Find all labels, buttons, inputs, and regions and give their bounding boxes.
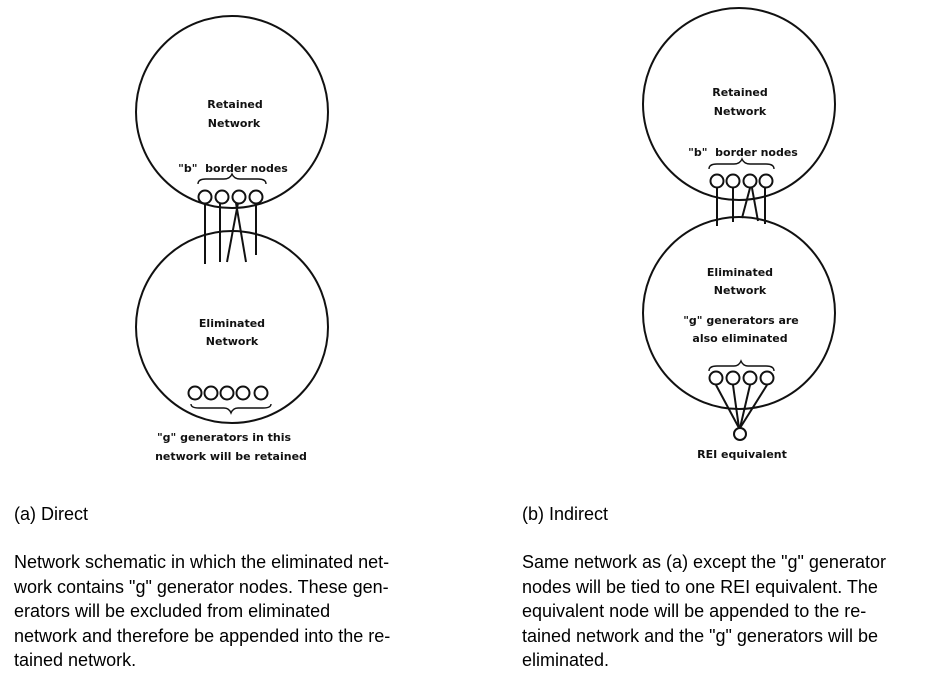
- generator-brace-b: [708, 359, 775, 372]
- border-node-connectors-b: [716, 187, 766, 226]
- eliminated-label-b-line2: Network: [714, 284, 767, 297]
- generator-node: [219, 385, 235, 401]
- eliminated-label-b-line1: Eliminated: [707, 266, 773, 279]
- border-nodes-a: [197, 189, 264, 205]
- border-node: [758, 173, 774, 189]
- rei-equivalent-label: REI equivalent: [697, 448, 787, 461]
- rei-connectors-b: [715, 384, 768, 429]
- retained-network-circle-b: [642, 7, 836, 201]
- rei-equivalent-node: [733, 427, 747, 441]
- panel-b-diagram: [642, 7, 836, 441]
- retained-label-b-line2: Network: [714, 105, 767, 118]
- generators-label-a-line2: network will be retained: [155, 450, 307, 463]
- border-node: [742, 173, 758, 189]
- generator-node: [759, 370, 775, 386]
- border-node: [197, 189, 213, 205]
- generators-label-b-line2: also eliminated: [692, 332, 787, 345]
- description-b: Same network as (a) except the "g" gener…: [522, 552, 886, 670]
- border-nodes-label-a: "b" border nodes: [178, 162, 288, 175]
- generator-node: [203, 385, 219, 401]
- border-node: [709, 173, 725, 189]
- generator-nodes-b: [708, 370, 775, 386]
- generators-label-a-line1: "g" generators in this: [157, 431, 292, 444]
- generator-brace-a: [190, 403, 272, 415]
- border-nodes-b: [709, 173, 774, 189]
- generator-node: [742, 370, 758, 386]
- retained-label-b-line1: Retained: [712, 86, 768, 99]
- eliminated-label-a-line2: Network: [206, 335, 259, 348]
- border-node-connectors-a: [204, 202, 257, 264]
- generator-nodes-a: [187, 385, 269, 401]
- retained-label-a-line1: Retained: [207, 98, 263, 111]
- border-node: [725, 173, 741, 189]
- retained-network-circle-a: [135, 15, 329, 209]
- eliminated-network-circle-b: [642, 216, 836, 410]
- border-nodes-brace-b: [708, 157, 775, 170]
- caption-b: (b) Indirect: [522, 504, 609, 524]
- generator-node: [708, 370, 724, 386]
- eliminated-label-a-line1: Eliminated: [199, 317, 265, 330]
- caption-a: (a) Direct: [14, 504, 89, 524]
- description-a: Network schematic in which the eliminate…: [14, 552, 391, 670]
- border-node: [214, 189, 230, 205]
- generator-node: [187, 385, 203, 401]
- border-node: [248, 189, 264, 205]
- border-nodes-brace-a: [197, 172, 267, 185]
- border-nodes-label-b: "b" border nodes: [688, 146, 798, 159]
- retained-label-a-line2: Network: [208, 117, 261, 130]
- panel-a-diagram: [135, 15, 329, 424]
- generator-node: [725, 370, 741, 386]
- network-diagram: Retained Network "b" border nodes Elimin…: [135, 7, 836, 463]
- generator-node: [253, 385, 269, 401]
- generator-node: [235, 385, 251, 401]
- border-node: [231, 189, 247, 205]
- generators-label-b-line1: "g" generators are: [683, 314, 799, 327]
